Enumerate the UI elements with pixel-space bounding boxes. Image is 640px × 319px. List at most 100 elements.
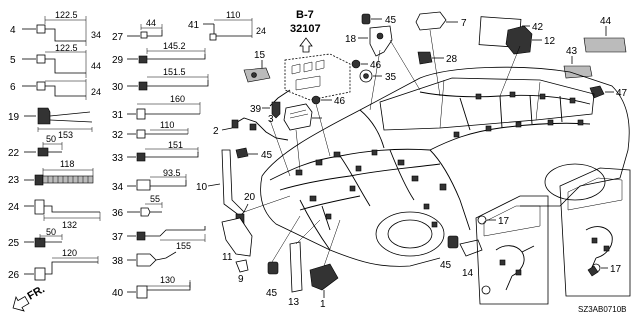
part-36-group: 36 55 xyxy=(112,194,163,219)
part-22-group: 22 50 xyxy=(8,134,63,159)
part-number-5: 5 xyxy=(10,55,16,66)
callout-45-top: 45 xyxy=(385,15,397,26)
dim-31-length: 160 xyxy=(170,94,185,104)
car-body-outline xyxy=(260,66,630,267)
fuse-box-assembly xyxy=(269,53,351,107)
part-number-32: 32 xyxy=(112,130,124,141)
part-47-clip: 39 xyxy=(250,101,281,119)
dim-23-length: 118 xyxy=(60,159,74,169)
callout-47: 39 xyxy=(250,104,262,115)
dim-34-length: 93.5 xyxy=(163,168,181,178)
callout-20: 20 xyxy=(244,192,256,203)
part-41-group: 41 110 24 xyxy=(188,10,266,41)
part-7-bracket: 7 xyxy=(415,11,467,31)
part-35-sensor: 35 xyxy=(359,69,397,83)
part-number-37: 37 xyxy=(112,232,124,243)
part-29-group: 29 145.2 xyxy=(112,41,206,66)
dim-40-length: 130 xyxy=(160,275,175,285)
dim-37-length: 155 xyxy=(176,241,191,251)
part-4-group: 4 122.5 34 xyxy=(10,10,101,46)
callout-45-bottom-right: 45 xyxy=(440,260,452,271)
callout-2: 2 xyxy=(213,126,219,137)
part-26-group: 26 120 xyxy=(8,248,99,281)
callout-35: 35 xyxy=(385,72,397,83)
part-number-36: 36 xyxy=(112,208,124,219)
part-44-pad: 44 xyxy=(583,16,627,53)
callout-18: 18 xyxy=(345,34,357,45)
rear-door xyxy=(559,167,631,297)
dim-41-height: 24 xyxy=(256,26,266,36)
part-34-group: 34 93.5 xyxy=(112,168,187,193)
dim-41-length: 110 xyxy=(226,10,240,20)
dim-36-length: 55 xyxy=(150,194,160,204)
part-5-group: 5 122.5 44 xyxy=(10,43,101,78)
part-45-middle: 45 xyxy=(235,147,273,161)
part-45-top: 45 xyxy=(361,13,397,26)
dim-6-height: 24 xyxy=(91,87,101,97)
callout-45-middle: 45 xyxy=(261,150,273,161)
dim-5-height: 44 xyxy=(91,61,101,71)
part-10-bracket: 10 xyxy=(196,149,245,217)
part-11-bracket: 11 xyxy=(221,217,253,263)
diagram-code: SZ3AB0710B xyxy=(578,305,626,314)
dim-19-length: 153 xyxy=(58,130,73,140)
part-12-bracket: 12 xyxy=(505,25,556,55)
part-number-40: 40 xyxy=(112,288,124,299)
dim-24-length: 132 xyxy=(62,220,77,230)
part-number-22: 22 xyxy=(8,148,20,159)
dim-27-length: 44 xyxy=(146,18,156,28)
part-30-group: 30 151.5 xyxy=(112,67,209,93)
part-15-light: 15 xyxy=(243,50,271,83)
dim-26-length: 120 xyxy=(62,248,77,258)
part-number-26: 26 xyxy=(8,270,20,281)
part-17-grommet-upper: 17 xyxy=(477,215,510,227)
part-8-clip xyxy=(587,265,599,277)
callout-1: 1 xyxy=(320,299,326,310)
arrow-up-icon xyxy=(299,37,313,53)
part-43-pad: 43 xyxy=(563,46,593,79)
part-9-clip: 9 xyxy=(235,259,249,285)
part-37-group: 37 155 xyxy=(112,226,206,251)
part-24-group: 24 132 xyxy=(8,199,101,230)
part-27-group: 27 44 xyxy=(112,18,163,43)
callout-3: 3 xyxy=(268,114,274,125)
part-number-33: 33 xyxy=(112,153,124,164)
dim-5-length: 122.5 xyxy=(55,43,78,53)
part-13-bracket: 13 xyxy=(288,241,303,308)
callout-39: 47 xyxy=(616,88,628,99)
callout-10: 10 xyxy=(196,182,208,193)
callout-46-lower: 46 xyxy=(334,96,346,107)
part-18-bracket: 18 xyxy=(345,25,393,57)
front-direction-indicator: FR. xyxy=(12,283,47,312)
callout-17-upper: 17 xyxy=(498,216,510,227)
part-number-29: 29 xyxy=(112,55,124,66)
part-46-lower: 46 xyxy=(311,95,346,107)
callout-46-upper: 46 xyxy=(370,60,382,71)
callout-7: 7 xyxy=(461,18,467,29)
callout-42: 42 xyxy=(532,22,544,33)
part-45-bottom-right: 45 xyxy=(440,235,459,271)
part-number-19: 19 xyxy=(8,112,20,123)
part-number-34: 34 xyxy=(112,182,124,193)
callout-13: 13 xyxy=(288,297,300,308)
part-number-23: 23 xyxy=(8,175,20,186)
dim-4-length: 122.5 xyxy=(55,10,78,20)
part-45-bottom-left: 45 xyxy=(266,261,279,299)
part-32-group: 32 110 xyxy=(112,120,189,141)
part-40-group: 40 130 xyxy=(112,275,191,299)
dim-33-length: 151 xyxy=(168,140,183,150)
part-number-38: 38 xyxy=(112,256,124,267)
part-number-25: 25 xyxy=(8,238,20,249)
part-46-upper: 46 xyxy=(351,59,382,71)
callout-44: 44 xyxy=(600,16,612,27)
callout-45-bottom-left: 45 xyxy=(266,288,278,299)
part-25-group: 25 50 xyxy=(8,227,63,249)
reference-label: B-7 xyxy=(296,9,314,21)
part-number-24: 24 xyxy=(8,202,20,213)
part-number-30: 30 xyxy=(112,82,124,93)
dim-30-length: 151.5 xyxy=(163,67,186,77)
front-direction-label: FR. xyxy=(26,283,47,302)
dim-25-length: 50 xyxy=(46,227,56,237)
part-28-connector: 28 xyxy=(417,51,458,65)
